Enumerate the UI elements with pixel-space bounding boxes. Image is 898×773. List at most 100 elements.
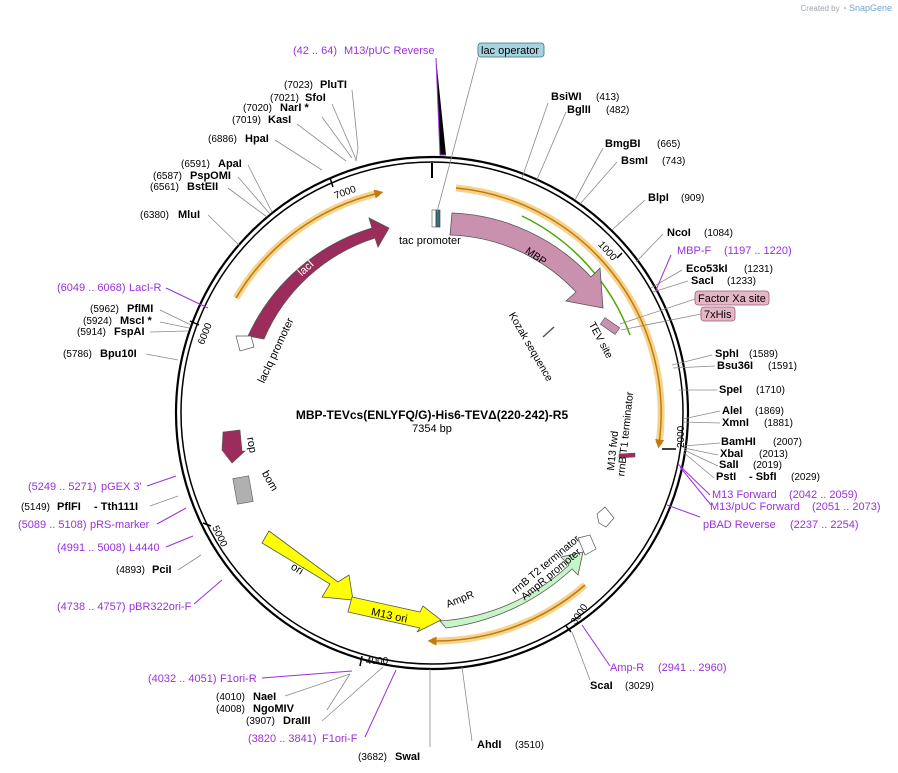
- enzyme-eco53ki-pos: (1231): [744, 264, 773, 275]
- feature-rop-label: rop: [244, 436, 259, 454]
- enzyme-spei[interactable]: SpeI: [719, 384, 742, 396]
- orf-arcs: [232, 184, 665, 646]
- factor-xa-box[interactable]: [694, 290, 770, 306]
- enzyme-saci[interactable]: SacI: [691, 275, 714, 287]
- enzyme-bsteii[interactable]: BstEII: [187, 181, 218, 193]
- primer-m13-puc-reverse[interactable]: M13/pUC Reverse: [344, 45, 434, 57]
- primer-m13-puc-forward-range: (2051 .. 2073): [812, 501, 881, 513]
- enzyme-sfoi[interactable]: SfoI: [305, 92, 326, 104]
- enzyme-xbai[interactable]: XbaI: [720, 448, 743, 460]
- primer-f1ori-f[interactable]: F1ori-F: [322, 733, 358, 745]
- primer-l4440-range: (4991 .. 5008): [57, 542, 126, 554]
- enzyme-blpi[interactable]: BlpI: [648, 192, 669, 204]
- plasmid-size: 7354 bp: [412, 423, 452, 435]
- enzyme-scai[interactable]: ScaI: [590, 680, 613, 692]
- enzyme-ncoi[interactable]: NcoI: [667, 227, 691, 239]
- enzyme-nari-pos: (7020): [243, 103, 272, 114]
- enzyme-pluti[interactable]: PluTI: [320, 79, 347, 91]
- enzyme-bsmi-pos: (743): [662, 156, 685, 167]
- enzyme-tth111i[interactable]: - Tth111I: [94, 501, 138, 513]
- enzyme-bsiwi[interactable]: BsiWI: [551, 91, 582, 103]
- enzyme-sphi-pos: (1589): [749, 349, 778, 360]
- enzyme-sphi[interactable]: SphI: [715, 348, 739, 360]
- enzyme-bglii[interactable]: BglII: [567, 104, 591, 116]
- ruler-label-4000: 4000: [366, 656, 389, 667]
- feature-tev-site[interactable]: [599, 317, 621, 335]
- primer-l4440[interactable]: L4440: [129, 542, 160, 554]
- enzyme-bamhi-pos: (2007): [773, 437, 802, 448]
- enzyme-bmgbi-pos: (665): [657, 139, 680, 150]
- enzyme-eco53ki[interactable]: Eco53kI: [686, 263, 728, 275]
- primer-pbr322ori-f[interactable]: pBR322ori-F: [129, 601, 192, 613]
- enzyme-bamhi[interactable]: BamHI: [721, 436, 756, 448]
- lac-operator-box[interactable]: [477, 42, 545, 58]
- feature-m13-ori[interactable]: [347, 596, 442, 633]
- enzyme-fspai[interactable]: FspAI: [114, 326, 145, 338]
- enzyme-naei[interactable]: NaeI: [253, 691, 276, 703]
- primer-pgex3[interactable]: pGEX 3': [101, 481, 142, 493]
- primer-amp-r[interactable]: Amp-R: [610, 662, 644, 674]
- orf-laci-band: [232, 189, 380, 300]
- enzyme-bmgbi[interactable]: BmgBI: [605, 138, 640, 150]
- primer-pbad-reverse[interactable]: pBAD Reverse: [703, 519, 776, 531]
- enzyme-msci[interactable]: MscI *: [120, 315, 153, 327]
- primer-mbp-f[interactable]: MBP-F: [677, 245, 712, 257]
- enzyme-xbai-pos: (2013): [759, 449, 788, 460]
- feature-m13-fwd-label: M13 fwd: [605, 430, 621, 471]
- enzyme-sali[interactable]: SalI: [719, 459, 739, 471]
- enzyme-labels: (7023) PluTI (7021) SfoI (7020) NarI * (…: [21, 79, 820, 763]
- feature-rop[interactable]: [221, 429, 246, 464]
- enzyme-pcii[interactable]: PciI: [152, 564, 172, 576]
- enzyme-nari[interactable]: NarI *: [280, 102, 309, 114]
- feature-mbp[interactable]: [449, 212, 604, 309]
- enzyme-fspai-pos: (5914): [77, 327, 106, 338]
- primer-f1ori-r[interactable]: F1ori-R: [220, 673, 257, 685]
- enzyme-mlui[interactable]: MluI: [178, 209, 200, 221]
- enzyme-pflfi[interactable]: PflFI: [57, 501, 81, 513]
- enzyme-bpu10i[interactable]: Bpu10I: [100, 348, 137, 360]
- feature-ampr[interactable]: [439, 551, 584, 629]
- enzyme-psti[interactable]: PstI: [716, 471, 736, 483]
- enzyme-xmni[interactable]: XmnI: [722, 417, 749, 429]
- enzyme-pluti-pos: (7023): [284, 80, 313, 91]
- his-tag-label: 7xHis: [704, 309, 732, 321]
- enzyme-bsmi[interactable]: BsmI: [621, 155, 648, 167]
- feature-ori[interactable]: [261, 530, 354, 601]
- ruler-label-3000: 3000: [569, 602, 591, 627]
- enzyme-alei[interactable]: AleI: [722, 405, 742, 417]
- enzyme-draiii[interactable]: DraIII: [283, 715, 311, 727]
- enzyme-pspomi[interactable]: PspOMI: [190, 170, 231, 182]
- enzyme-pflfi-pos: (5149): [21, 502, 50, 513]
- enzyme-swai[interactable]: SwaI: [395, 751, 420, 763]
- enzyme-pspomi-pos: (6587): [153, 171, 182, 182]
- feature-laci[interactable]: [247, 217, 390, 340]
- primer-m13-forward[interactable]: M13 Forward: [712, 489, 777, 501]
- primer-prs-marker[interactable]: pRS-marker: [90, 519, 150, 531]
- enzyme-pflmi[interactable]: PflMI: [127, 303, 153, 315]
- orf-ampr-arrow: [427, 584, 586, 646]
- feature-tac-promoter[interactable]: [431, 209, 437, 228]
- enzyme-bsu36i[interactable]: Bsu36I: [717, 360, 753, 372]
- feature-kozak-label: Kozak sequence: [506, 310, 555, 383]
- primer-laci-r-range: (6049 .. 6068): [57, 282, 126, 294]
- feature-bom-label: bom: [259, 469, 280, 494]
- feature-m13-fwd[interactable]: [618, 452, 636, 459]
- enzyme-mlui-pos: (6380): [140, 210, 169, 221]
- primer-m13-puc-forward[interactable]: M13/pUC Forward: [710, 501, 800, 513]
- enzyme-hpai[interactable]: HpaI: [245, 133, 269, 145]
- feature-bom[interactable]: [232, 475, 254, 505]
- enzyme-ahdi[interactable]: AhdI: [477, 739, 501, 751]
- primer-ticks: [146, 57, 712, 738]
- feature-rrnb-t1[interactable]: [596, 506, 615, 528]
- enzyme-ahdi-pos: (3510): [515, 740, 544, 751]
- enzyme-kasi[interactable]: KasI: [268, 114, 291, 126]
- enzyme-blpi-pos: (909): [681, 193, 704, 204]
- enzyme-apai[interactable]: ApaI: [218, 158, 242, 170]
- feature-laciq-promoter[interactable]: [235, 335, 255, 352]
- boxed-labels: lac operator Factor Xa site 7xHis: [436, 42, 770, 331]
- enzyme-sbfi[interactable]: - SbfI: [749, 471, 777, 483]
- enzyme-swai-pos: (3682): [358, 752, 387, 763]
- enzyme-ngomiv[interactable]: NgoMIV: [253, 703, 295, 715]
- feature-rrnb-t2[interactable]: [577, 534, 597, 556]
- primer-laci-r[interactable]: LacI-R: [129, 282, 161, 294]
